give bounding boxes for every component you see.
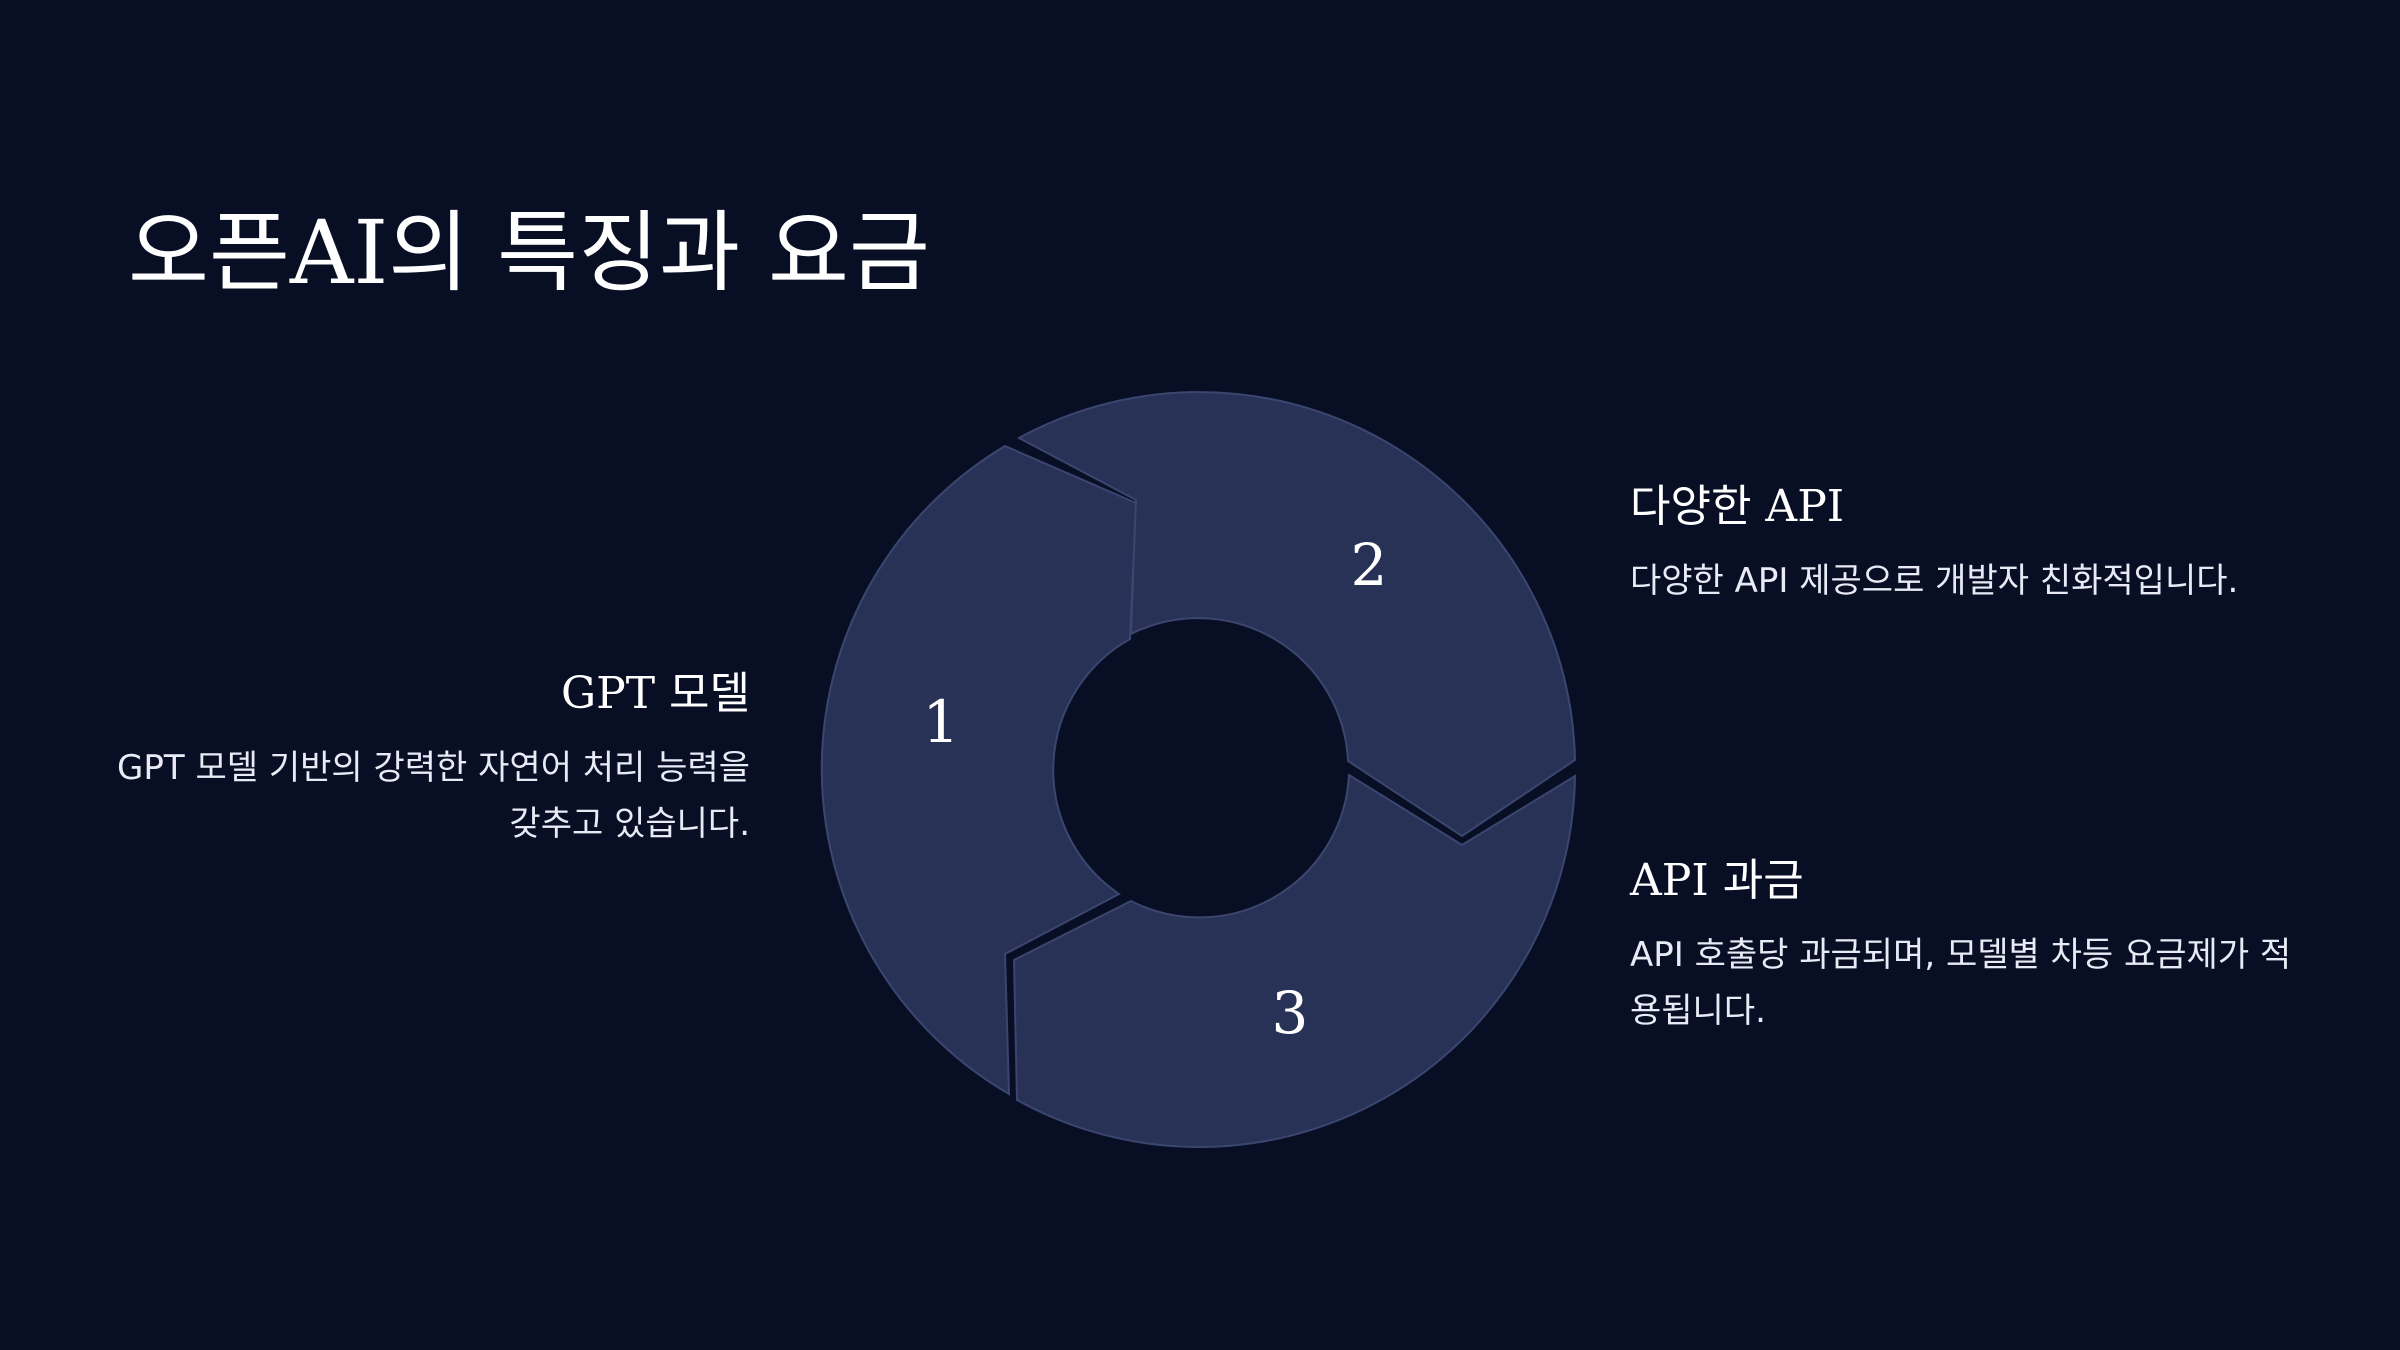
step-3-block: API 과금 API 호출당 과금되며, 모델별 차등 요금제가 적용됩니다. <box>1630 852 2320 1039</box>
cycle-segment-3 <box>1012 773 1577 1149</box>
step-2-block: 다양한 API 다양한 API 제공으로 개발자 친화적입니다. <box>1630 478 2320 609</box>
step-number-1: 1 <box>923 688 960 756</box>
step-3-description: API 호출당 과금되며, 모델별 차등 요금제가 적용됩니다. <box>1630 935 2292 1032</box>
step-number-3: 3 <box>1272 979 1309 1047</box>
slide-title: 오픈AI의 특징과 요금 <box>128 201 930 304</box>
step-2-description: 다양한 API 제공으로 개발자 친화적입니다. <box>1630 561 2239 602</box>
step-3-heading: API 과금 <box>1630 855 1804 906</box>
cycle-segment-1 <box>820 444 1138 1096</box>
step-number-2: 2 <box>1351 531 1388 599</box>
step-1-description: GPT 모델 기반의 강력한 자연어 처리 능력을 갖추고 있습니다. <box>117 748 750 845</box>
cycle-segment-2 <box>1016 391 1577 838</box>
step-1-block: GPT 모델 GPT 모델 기반의 강력한 자연어 처리 능력을 갖추고 있습니… <box>110 665 750 852</box>
step-2-heading: 다양한 API <box>1630 481 1845 532</box>
step-1-heading: GPT 모델 <box>560 668 750 719</box>
